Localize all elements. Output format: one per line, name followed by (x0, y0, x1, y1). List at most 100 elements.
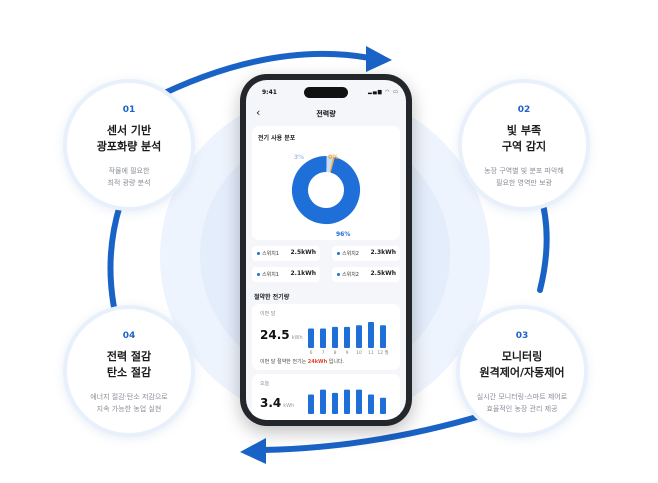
bar (368, 322, 374, 348)
step-desc-line1: 작물에 필요한 (108, 167, 150, 175)
step-desc-line1: 실시간 모니터링·스마트 제어로 (476, 393, 568, 401)
bar-tick-label: 11 (368, 350, 374, 356)
switch-dot-icon (337, 273, 340, 276)
step-title-line2: 구역 감지 (501, 140, 547, 153)
status-icons: ▂▄▆ ◠ ▭ (368, 89, 399, 95)
today-label: 오늘 (260, 381, 270, 387)
switch-value: 2.3kWh (370, 249, 396, 256)
step-desc-line2: 필요한 영역만 보광 (496, 179, 552, 187)
bar (344, 326, 350, 348)
bar-tick-label: 7 (322, 350, 325, 356)
screen-title: 전력량 (316, 110, 336, 118)
switch-value: 2.1kWh (290, 270, 316, 277)
bottom-arc-arrow (259, 407, 503, 453)
step-description: 실시간 모니터링·스마트 제어로 효율적인 농장 관리 제공 (464, 391, 580, 415)
step-desc-line2: 지속 가능한 농업 실현 (96, 405, 162, 413)
bar (356, 325, 362, 348)
month-value-unit: kWh (291, 335, 303, 341)
step-number: 03 (515, 331, 529, 341)
step-description: 농장 구역별 빛 분포 파악해 필요한 영역만 보광 (466, 165, 582, 189)
step-card-01: 01 센서 기반 광포화량 분석 작물에 필요한 최적 광량 분석 (63, 79, 195, 211)
step-title-line2: 탄소 절감 (106, 366, 152, 379)
switch-value: 2.5kWh (370, 270, 396, 277)
switch-name: 스위치2 (342, 251, 359, 257)
step-number: 02 (517, 105, 531, 115)
switch-pill: 스위치1 2.1kWh (252, 267, 320, 282)
bar (344, 389, 350, 414)
note-prefix: 이번 달 절약한 전기는 (260, 359, 308, 365)
phone-mockup: 9:41 ▂▄▆ ◠ ▭ ‹ 전력량 전기 사용 분포 3% 0% 96% 스위… (240, 74, 412, 426)
switch-dot-icon (337, 252, 340, 255)
step-title: 모니터링 원격제어/자동제어 (460, 349, 584, 381)
usage-donut-chart (292, 156, 360, 224)
today-value-number: 3.4 (260, 396, 282, 410)
status-time: 9:41 (262, 89, 277, 96)
donut-label-main: 96% (336, 231, 351, 238)
today-bar-chart (308, 389, 386, 414)
bar (308, 328, 314, 348)
top-arc-arrow (147, 50, 373, 103)
step-title: 센서 기반 광포화량 분석 (67, 123, 191, 155)
switch-name: 스위치1 (262, 272, 279, 278)
step-number: 01 (122, 105, 136, 115)
month-note: 이번 달 절약한 전기는 24kWh 입니다. (260, 358, 344, 365)
saved-title: 절약한 전기량 (254, 294, 290, 301)
step-title-line1: 전력 절감 (106, 350, 152, 363)
bar (356, 389, 362, 414)
bar-tick-label: 9 (346, 350, 349, 356)
step-title-line1: 센서 기반 (106, 124, 152, 137)
bar (380, 325, 386, 348)
note-highlight: 24kWh (307, 359, 328, 365)
bar (320, 328, 326, 348)
bar-tick-label: 10 (356, 350, 362, 356)
step-title-line1: 모니터링 (501, 350, 543, 363)
usage-distribution-card: 전기 사용 분포 3% 0% 96% (252, 126, 400, 240)
top-arrowhead (366, 46, 392, 72)
phone-screen: 9:41 ▂▄▆ ◠ ▭ ‹ 전력량 전기 사용 분포 3% 0% 96% 스위… (246, 80, 406, 420)
step-card-02: 02 빛 부족 구역 감지 농장 구역별 빛 분포 파악해 필요한 영역만 보광 (458, 79, 590, 211)
step-desc-line1: 에너지 절감·탄소 저감으로 (90, 393, 168, 401)
step-description: 작물에 필요한 최적 광량 분석 (71, 165, 187, 189)
switch-name: 스위치1 (262, 251, 279, 257)
step-title: 빛 부족 구역 감지 (462, 123, 586, 155)
bar-tick-label: 8 (334, 350, 337, 356)
switch-pill: 스위치2 2.5kWh (332, 267, 400, 282)
bar (320, 389, 326, 414)
switch-name: 스위치2 (342, 272, 359, 278)
switch-pill: 스위치1 2.5kWh (252, 246, 320, 261)
step-desc-line2: 효율적인 농장 관리 제공 (486, 405, 558, 413)
step-title-line1: 빛 부족 (506, 124, 542, 137)
step-number: 04 (122, 331, 136, 341)
step-desc-line1: 농장 구역별 빛 분포 파악해 (484, 167, 564, 175)
switch-dot-icon (257, 273, 260, 276)
step-card-04: 04 전력 절감 탄소 절감 에너지 절감·탄소 저감으로 지속 가능한 농업 … (63, 305, 195, 437)
step-title-line2: 원격제어/자동제어 (479, 366, 565, 379)
bar (368, 394, 374, 414)
bar (332, 392, 338, 414)
bar (332, 326, 338, 348)
step-desc-line2: 최적 광량 분석 (107, 179, 151, 187)
switch-value: 2.5kWh (290, 249, 316, 256)
bar (380, 397, 386, 414)
dynamic-island (304, 87, 348, 98)
bar (308, 394, 314, 414)
month-label: 이번 달 (260, 311, 276, 317)
switch-pill: 스위치2 2.3kWh (332, 246, 400, 261)
usage-title: 전기 사용 분포 (258, 135, 296, 142)
step-title-line2: 광포화량 분석 (96, 140, 162, 153)
donut-label-light: 3% (294, 154, 305, 161)
bar-tick-label: 6 (310, 350, 313, 356)
switch-dot-icon (257, 252, 260, 255)
donut-slice-main (292, 156, 360, 224)
today-value-unit: kWh (283, 403, 295, 409)
note-suffix: 입니다. (327, 359, 345, 365)
bar-tick-label: 12 월 (377, 349, 388, 356)
back-chevron-icon[interactable]: ‹ (256, 106, 261, 119)
month-value-number: 24.5 (260, 328, 290, 342)
